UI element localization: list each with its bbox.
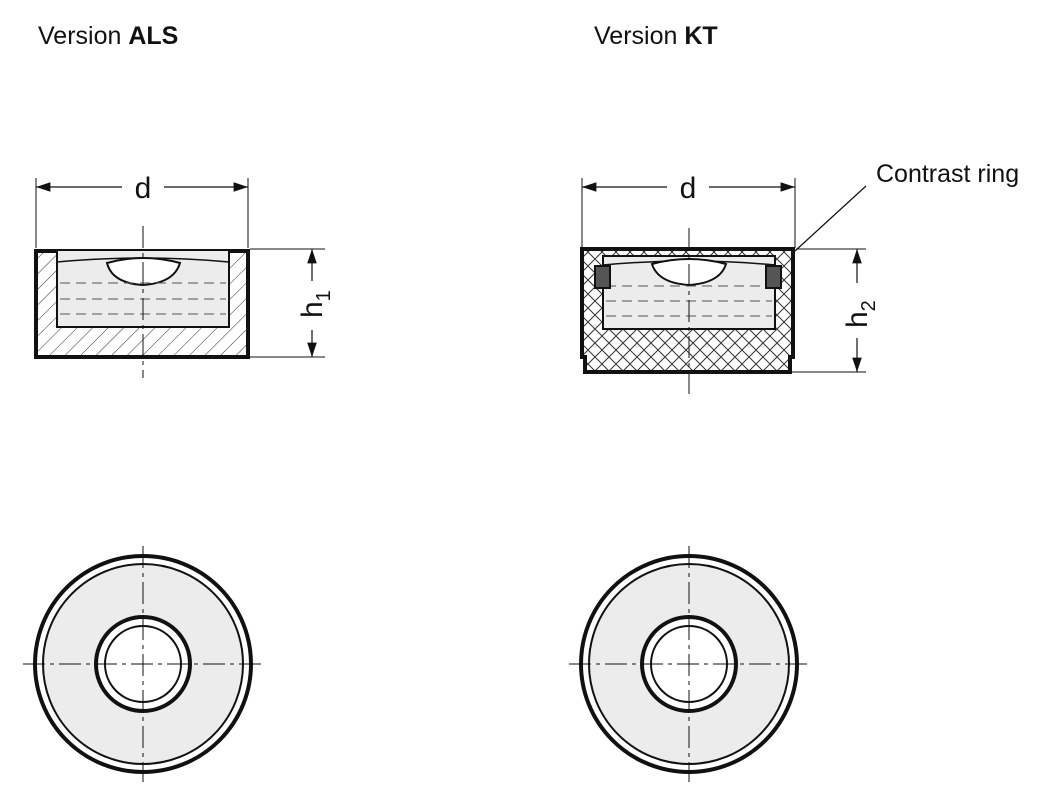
kt-height-label: h2 [841,300,880,328]
kt-diameter-dimension: d [581,172,796,248]
contrast-ring-callout: Contrast ring [794,160,1019,252]
als-height-label: h1 [296,290,335,318]
kt-diameter-label: d [680,172,697,205]
heading-variant: ALS [128,22,179,50]
kt-section-view [580,228,795,396]
kt-top-view [569,546,809,782]
als-diameter-dimension: d [35,172,249,248]
als-diameter-label: d [135,172,152,205]
als-top-view [23,546,263,782]
heading-variant: KT [684,22,718,50]
als-height-dimension: h1 [250,248,335,358]
heading-version-als: Version ALS [38,22,178,51]
kt-height-dimension: h2 [792,248,880,373]
heading-prefix: Version [38,22,129,50]
heading-prefix: Version [594,22,685,50]
contrast-ring-label: Contrast ring [876,160,1019,188]
heading-version-kt: Version KT [594,22,718,51]
als-section-view [34,226,250,378]
